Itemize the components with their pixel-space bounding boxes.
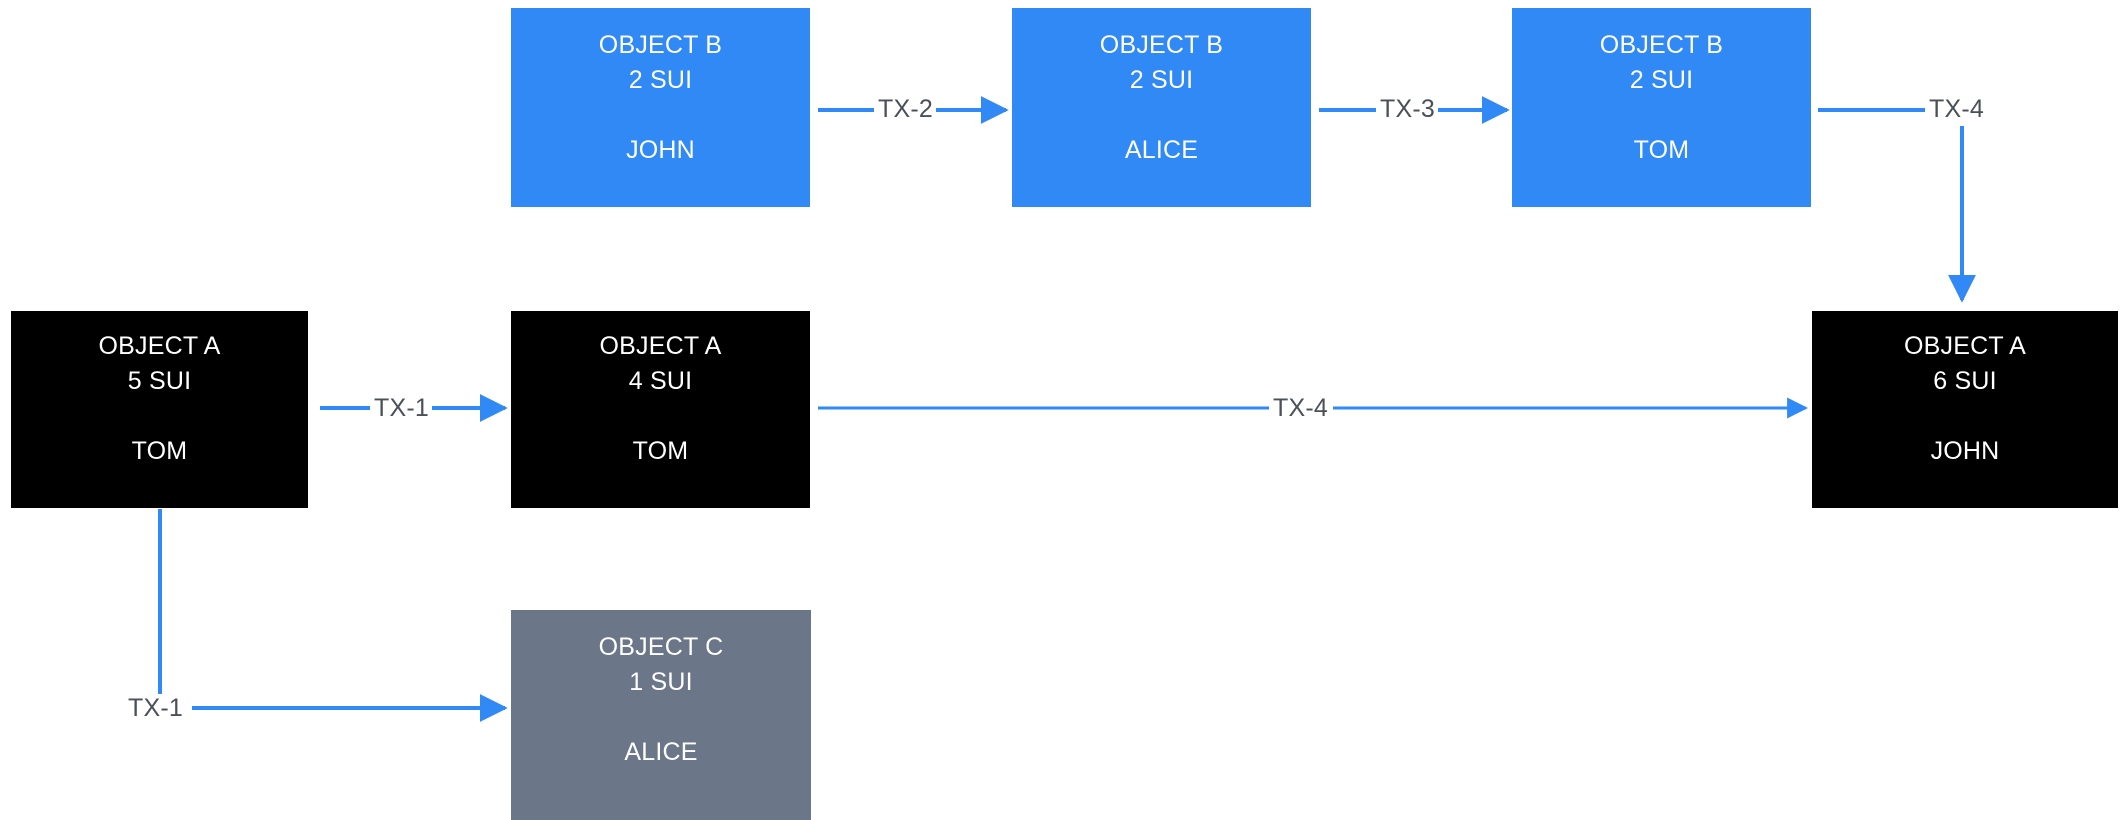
node-amount: 6 SUI xyxy=(1933,367,1997,395)
edge-label-tx3: TX-3 xyxy=(1378,95,1437,123)
edge-label-tx4-a: TX-4 xyxy=(1271,394,1330,422)
node-object-a-5-sui[interactable]: OBJECT A 5 SUI TOM xyxy=(11,311,308,508)
node-title: OBJECT A xyxy=(98,332,221,360)
node-owner: TOM xyxy=(1633,136,1690,164)
node-owner: ALICE xyxy=(1124,136,1199,164)
node-title: OBJECT B xyxy=(1599,31,1724,59)
node-owner: TOM xyxy=(131,437,188,465)
node-object-a-6-sui[interactable]: OBJECT A 6 SUI JOHN xyxy=(1812,311,2118,508)
edge-tx1-a-to-c xyxy=(158,509,508,722)
node-title: OBJECT B xyxy=(1099,31,1224,59)
node-amount: 1 SUI xyxy=(629,668,693,696)
node-amount: 2 SUI xyxy=(1129,66,1194,94)
node-amount: 4 SUI xyxy=(628,367,693,395)
node-object-b-alice[interactable]: OBJECT B 2 SUI ALICE xyxy=(1012,8,1311,207)
edge-tx4-btom-to-a6 xyxy=(1818,108,1976,303)
node-amount: 2 SUI xyxy=(628,66,693,94)
node-owner: TOM xyxy=(632,437,689,465)
node-object-a-4-sui[interactable]: OBJECT A 4 SUI TOM xyxy=(511,311,810,508)
node-title: OBJECT B xyxy=(598,31,723,59)
edge-label-tx2: TX-2 xyxy=(876,95,935,123)
node-title: OBJECT A xyxy=(599,332,722,360)
edge-label-tx4-b: TX-4 xyxy=(1927,95,1986,123)
node-owner: JOHN xyxy=(1930,437,2000,465)
node-owner: ALICE xyxy=(624,738,698,766)
node-title: OBJECT A xyxy=(1903,332,2026,360)
node-object-b-john[interactable]: OBJECT B 2 SUI JOHN xyxy=(511,8,810,207)
node-object-b-tom[interactable]: OBJECT B 2 SUI TOM xyxy=(1512,8,1811,207)
node-object-c-alice[interactable]: OBJECT C 1 SUI ALICE xyxy=(511,610,811,820)
edge-label-tx1-a: TX-1 xyxy=(372,394,431,422)
node-owner: JOHN xyxy=(626,136,695,164)
node-amount: 2 SUI xyxy=(1629,66,1694,94)
edge-label-tx1-c: TX-1 xyxy=(126,694,185,722)
node-amount: 5 SUI xyxy=(127,367,192,395)
node-title: OBJECT C xyxy=(598,633,724,661)
